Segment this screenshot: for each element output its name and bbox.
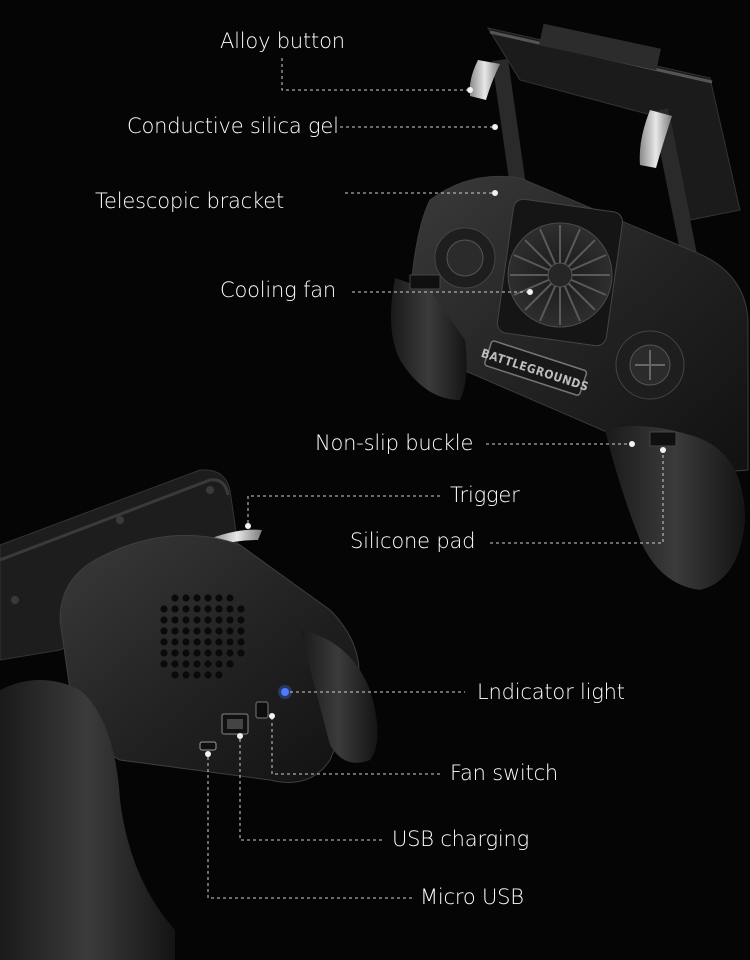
label-alloy-button: Alloy button [220, 29, 345, 53]
back-right-grip [300, 630, 378, 763]
grille-hole [204, 671, 212, 679]
left-joystick-icon [434, 227, 496, 289]
grille-hole [193, 616, 201, 624]
grille-hole [160, 605, 168, 613]
grille-hole [226, 605, 234, 613]
brand-plate [484, 340, 588, 396]
grille-hole [237, 649, 245, 657]
grille-hole [226, 649, 234, 657]
back-gamepad-body [59, 534, 360, 783]
grille-hole [193, 638, 201, 646]
front-gamepad: BATTLEGROUNDS [391, 23, 749, 590]
grille-hole [193, 649, 201, 657]
grille-hole [193, 671, 201, 679]
grille-hole [182, 638, 190, 646]
label-cooling-fan: Cooling fan [220, 278, 336, 302]
alloy-button-right [639, 110, 672, 168]
grille-hole [171, 627, 179, 635]
label-fan-switch: Fan switch [450, 761, 559, 785]
grille-hole [160, 660, 168, 668]
grille-hole [204, 627, 212, 635]
grille-hole [160, 616, 168, 624]
grille-hole [215, 649, 223, 657]
speaker-grille-icon [160, 594, 245, 679]
grille-hole [237, 627, 245, 635]
grille-hole [182, 660, 190, 668]
grille-hole [193, 627, 201, 635]
label-indicator-light: Lndicator light [477, 680, 625, 704]
grille-hole [182, 671, 190, 679]
grille-hole [226, 627, 234, 635]
grille-hole [237, 605, 245, 613]
grille-hole [215, 671, 223, 679]
grille-hole [204, 638, 212, 646]
grille-hole [182, 627, 190, 635]
label-usb-charging: USB charging [392, 827, 530, 851]
right-joystick-icon [615, 330, 685, 400]
grille-hole [171, 660, 179, 668]
power-switch-icon [255, 701, 269, 719]
non-slip-buckle [649, 431, 677, 447]
grille-hole [215, 638, 223, 646]
grille-hole [182, 594, 190, 602]
grille-hole [204, 660, 212, 668]
alloy-button-left [469, 60, 500, 100]
micro-usb-port-icon [199, 741, 217, 751]
grille-hole [237, 616, 245, 624]
grille-hole [226, 638, 234, 646]
grille-hole [160, 627, 168, 635]
label-silicone-pad: Silicone pad [350, 529, 476, 553]
label-micro-usb: Micro USB [420, 885, 524, 909]
grille-hole [171, 616, 179, 624]
grille-hole [237, 638, 245, 646]
label-trigger: Trigger [450, 483, 520, 507]
grille-hole [215, 660, 223, 668]
label-telescopic-bracket: Telescopic bracket [95, 189, 284, 213]
label-conductive-silica-gel: Conductive silica gel [127, 114, 339, 138]
grille-hole [160, 649, 168, 657]
indicator-led-icon [281, 688, 289, 696]
label-non-slip-buckle: Non-slip buckle [315, 431, 474, 455]
grille-hole [204, 616, 212, 624]
grille-hole [193, 594, 201, 602]
grille-hole [215, 627, 223, 635]
grille-hole [215, 605, 223, 613]
leader-lines [205, 58, 666, 899]
back-gamepad [0, 469, 378, 960]
grille-hole [171, 594, 179, 602]
front-left-grip [391, 278, 467, 400]
grille-hole [204, 605, 212, 613]
grille-hole [182, 616, 190, 624]
grille-hole [171, 638, 179, 646]
grille-hole [193, 605, 201, 613]
grille-hole [204, 649, 212, 657]
grille-hole [226, 660, 234, 668]
grille-hole [193, 660, 201, 668]
grille-hole [204, 594, 212, 602]
front-right-grip [605, 426, 745, 590]
grille-hole [171, 605, 179, 613]
grille-hole [215, 616, 223, 624]
grille-hole [226, 616, 234, 624]
grille-hole [160, 638, 168, 646]
cooling-fan-icon [496, 198, 623, 347]
grille-hole [226, 594, 234, 602]
back-left-grip [0, 680, 175, 960]
grille-hole [171, 671, 179, 679]
grille-hole [215, 594, 223, 602]
grille-hole [171, 649, 179, 657]
grille-hole [182, 649, 190, 657]
grille-hole [182, 605, 190, 613]
